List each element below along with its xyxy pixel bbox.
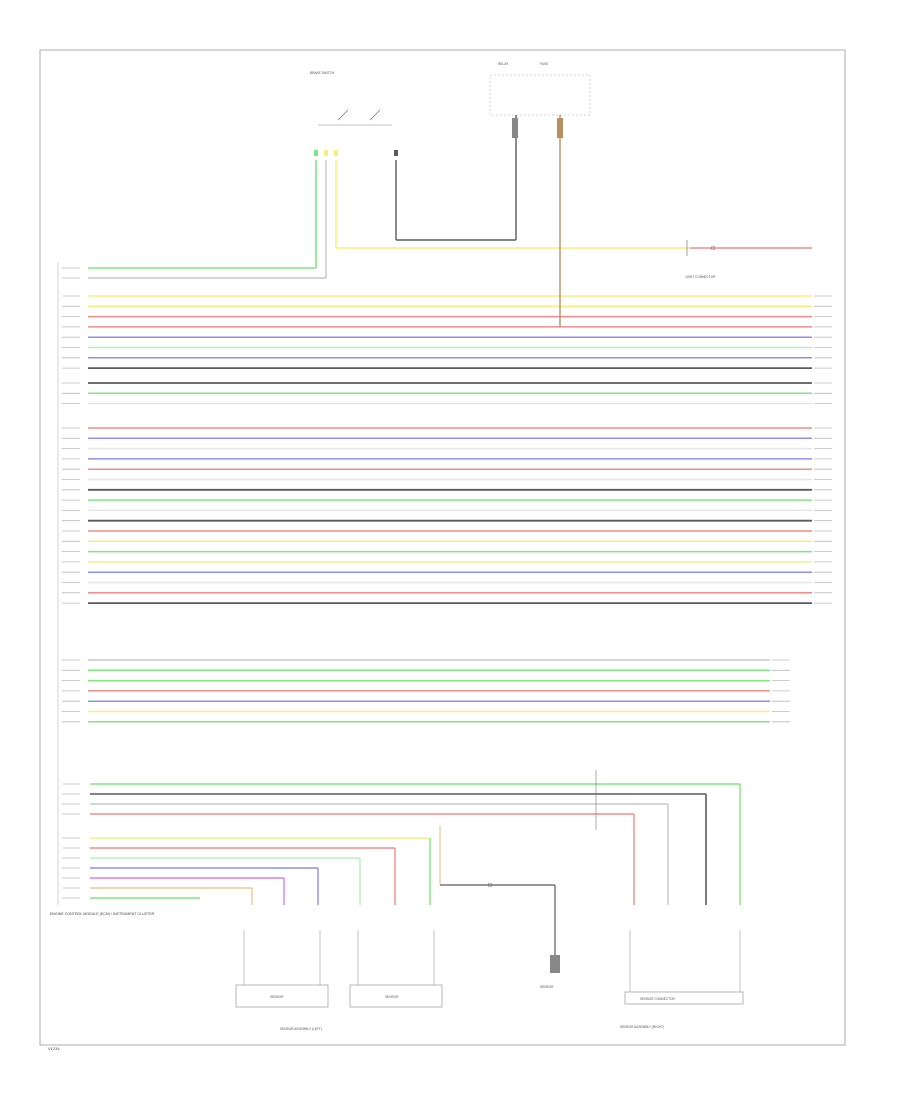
top-relay-label: RELAY (498, 62, 509, 66)
sensor-left-label: SENSOR (270, 995, 284, 999)
sensor-right-label: SENSOR (385, 995, 399, 999)
ecm-pin-column (57, 262, 80, 905)
sensor-connector-label: SENSOR CONNECTOR (640, 997, 676, 1001)
diagram-border (39, 49, 846, 1046)
mid-sensor-label: SENSOR (540, 985, 554, 989)
ecm-label: ENGINE CONTROL MODULE (ECM) / INSTRUMENT… (50, 912, 155, 916)
mid-sensor: SENSOR (540, 955, 560, 989)
reference-number: V1234 (48, 1046, 60, 1051)
top-switch-label: BRAKE SWITCH (310, 71, 335, 75)
sensor-group-left-label: SENSOR ASSEMBLY (LEFT) (280, 1027, 322, 1031)
sensor-left-box: SENSOR (235, 930, 329, 1008)
top-switch-assembly: BRAKE SWITCH (88, 71, 660, 279)
right-top-connector: JOINT CONNECTOR (660, 240, 812, 279)
joint-connector-label: JOINT CONNECTOR (685, 275, 716, 279)
sensor-right-box: SENSOR (349, 930, 443, 1008)
lower-routing (90, 770, 741, 960)
right-pin-column (772, 295, 832, 723)
top-relay-assembly: RELAY FUSE (489, 62, 591, 327)
top-fuse-label: FUSE (540, 62, 549, 66)
sensor-connector-right-box: SENSOR CONNECTOR SENSOR ASSEMBLY (RIGHT) (620, 930, 744, 1029)
sensor-group-right-label: SENSOR ASSEMBLY (RIGHT) (620, 1025, 664, 1029)
wire-bus (88, 295, 812, 723)
